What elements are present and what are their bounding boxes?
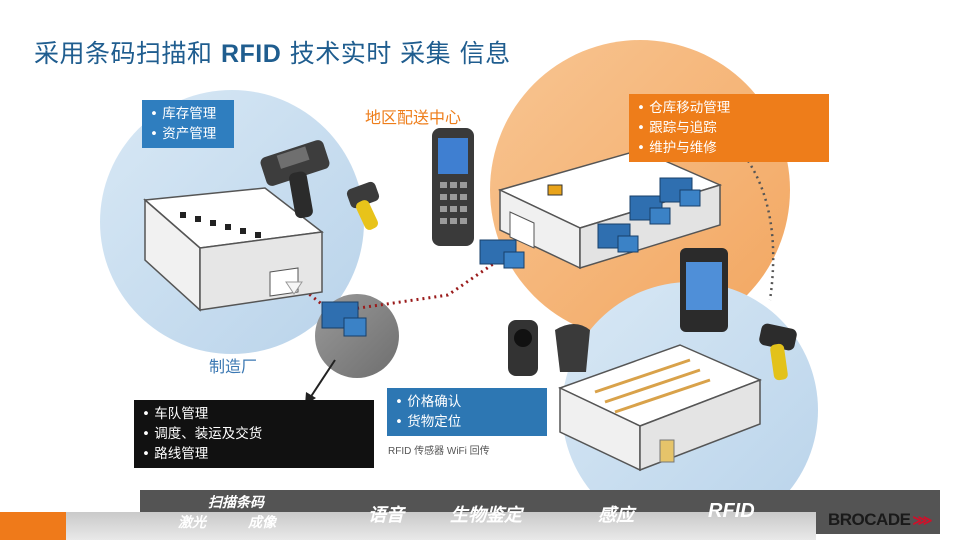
footer-gray-strip bbox=[66, 512, 816, 540]
dotted-route-line bbox=[299, 260, 497, 314]
page-title: 采用条码扫描和 RFID 技术实时 采集 信息 bbox=[34, 34, 511, 70]
arrow-line bbox=[309, 359, 336, 399]
truck-distribution-3 bbox=[629, 195, 671, 225]
callout-item: 仓库移动管理 bbox=[637, 98, 821, 118]
fleet-callout: 车队管理 调度、装运及交货 路线管理 bbox=[134, 400, 374, 468]
title-part-2: RFID bbox=[220, 40, 282, 68]
truck-distribution-4 bbox=[659, 177, 701, 207]
retail-callout: 价格确认 货物定位 bbox=[387, 388, 547, 436]
truck-distribution-2 bbox=[597, 223, 639, 253]
distribution-center-label: 地区配送中心 bbox=[365, 108, 462, 127]
callout-item: 价格确认 bbox=[395, 392, 539, 412]
title-part-1: 采用条码扫描和 bbox=[34, 39, 221, 68]
callout-item: 调度、装运及交货 bbox=[142, 424, 366, 444]
tech-imaging: 成像 bbox=[248, 515, 276, 531]
tech-laser: 激光 bbox=[178, 515, 206, 531]
tech-sensing: 感应 bbox=[598, 505, 634, 526]
tech-biometric: 生物鉴定 bbox=[450, 505, 522, 526]
tech-voice: 语音 bbox=[368, 505, 404, 526]
rfid-wifi-note: RFID 传感器 WiFi 回传 bbox=[388, 446, 490, 457]
scanner-cradle bbox=[555, 324, 590, 372]
callout-item: 跟踪与追踪 bbox=[637, 118, 821, 138]
callout-item: 维护与维修 bbox=[637, 138, 821, 158]
footer-orange-strip bbox=[0, 512, 66, 540]
tech-rfid: RFID bbox=[708, 500, 755, 522]
brand-name: BROCADE bbox=[828, 510, 911, 529]
callout-item: 货物定位 bbox=[395, 412, 539, 432]
pda-device bbox=[680, 248, 728, 332]
retail-store bbox=[558, 344, 762, 472]
brocade-logo: BROCADE⋙ bbox=[828, 510, 932, 530]
mobile-computer-device bbox=[432, 128, 474, 246]
callout-item: 资产管理 bbox=[150, 124, 226, 144]
factory-building bbox=[143, 187, 324, 312]
truck-distribution-1 bbox=[479, 239, 525, 269]
tech-barcode-scan: 扫描条码 bbox=[208, 495, 264, 511]
warehouse-callout: 仓库移动管理 跟踪与追踪 维护与维修 bbox=[629, 94, 829, 162]
presentation-scanner bbox=[508, 320, 538, 376]
factory-label: 制造厂 bbox=[209, 357, 258, 376]
title-part-3: 技术实时 采集 信息 bbox=[281, 39, 511, 68]
callout-item: 路线管理 bbox=[142, 444, 366, 464]
callout-item: 车队管理 bbox=[142, 404, 366, 424]
truck-factory-route bbox=[321, 301, 367, 337]
yellow-barcode-scanner bbox=[346, 181, 380, 230]
inventory-callout: 库存管理 资产管理 bbox=[142, 100, 234, 148]
brocade-wing-icon: ⋙ bbox=[912, 512, 932, 528]
callout-item: 库存管理 bbox=[150, 104, 226, 124]
yellow-handheld-scanner-right bbox=[759, 323, 797, 381]
rugged-scanner-device bbox=[260, 140, 330, 219]
